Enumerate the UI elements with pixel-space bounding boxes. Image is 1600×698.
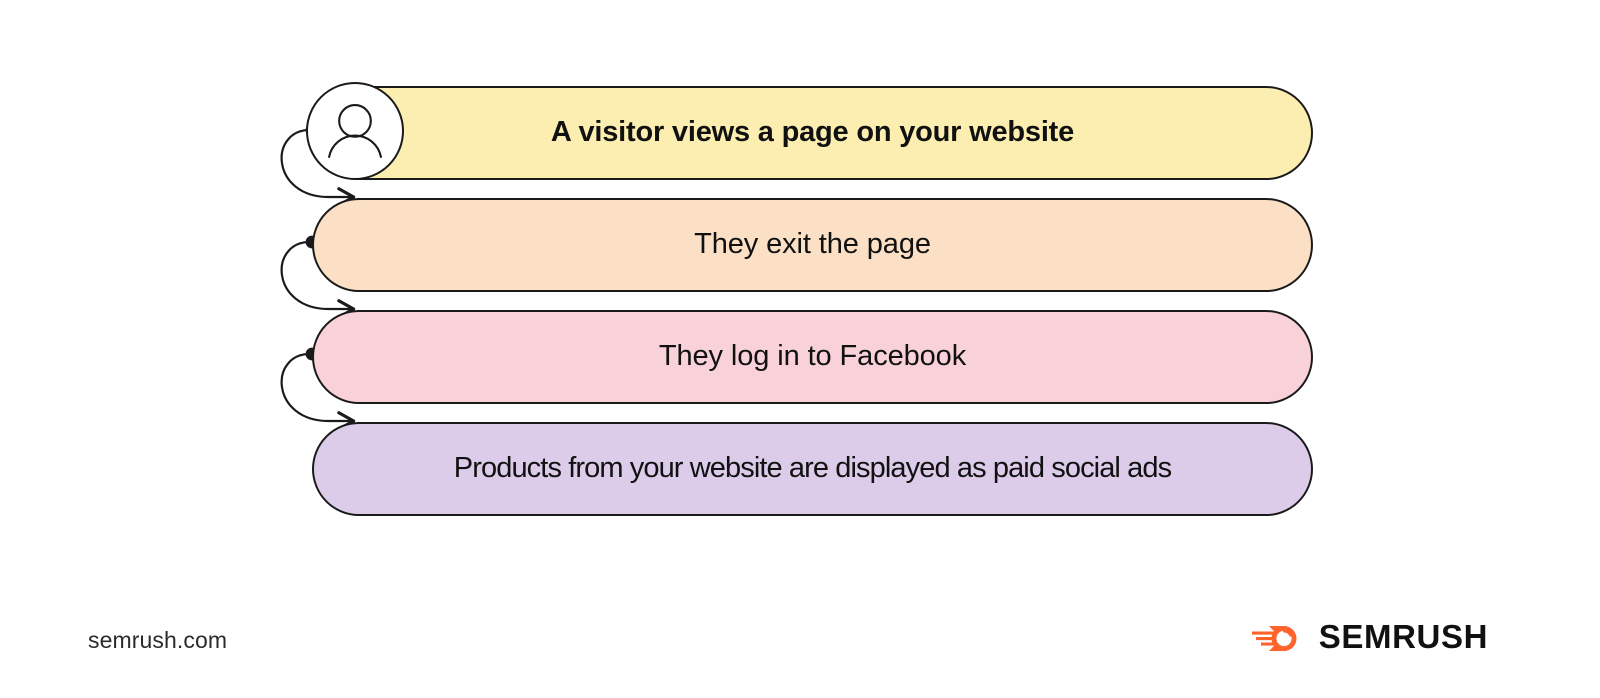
flow-step-3-label: They log in to Facebook	[658, 340, 967, 373]
flow-step-2[interactable]: They exit the page	[312, 198, 1313, 292]
flow-step-1[interactable]: A visitor views a page on your website	[312, 86, 1313, 180]
semrush-comet-logo	[1251, 626, 1297, 651]
flow-step-2-label: They exit the page	[694, 228, 931, 261]
person-icon	[328, 104, 382, 158]
brand-wordmark: SEMRUSH	[1318, 618, 1488, 655]
footer-site-url: semrush.com	[88, 627, 228, 653]
flow-step-4-label: Products from your website are displayed…	[453, 452, 1172, 485]
flow-step-1-label: A visitor views a page on your website	[550, 116, 1075, 149]
flow-step-3[interactable]: They log in to Facebook	[312, 310, 1313, 404]
visitor-avatar	[306, 82, 404, 180]
flow-step-4[interactable]: Products from your website are displayed…	[312, 422, 1313, 516]
brand-lockup: SEMRUSH	[1251, 618, 1488, 656]
footer: semrush.com SEMRUSH	[0, 600, 1600, 698]
flow-diagram: A visitor views a page on your website T…	[280, 82, 1313, 516]
